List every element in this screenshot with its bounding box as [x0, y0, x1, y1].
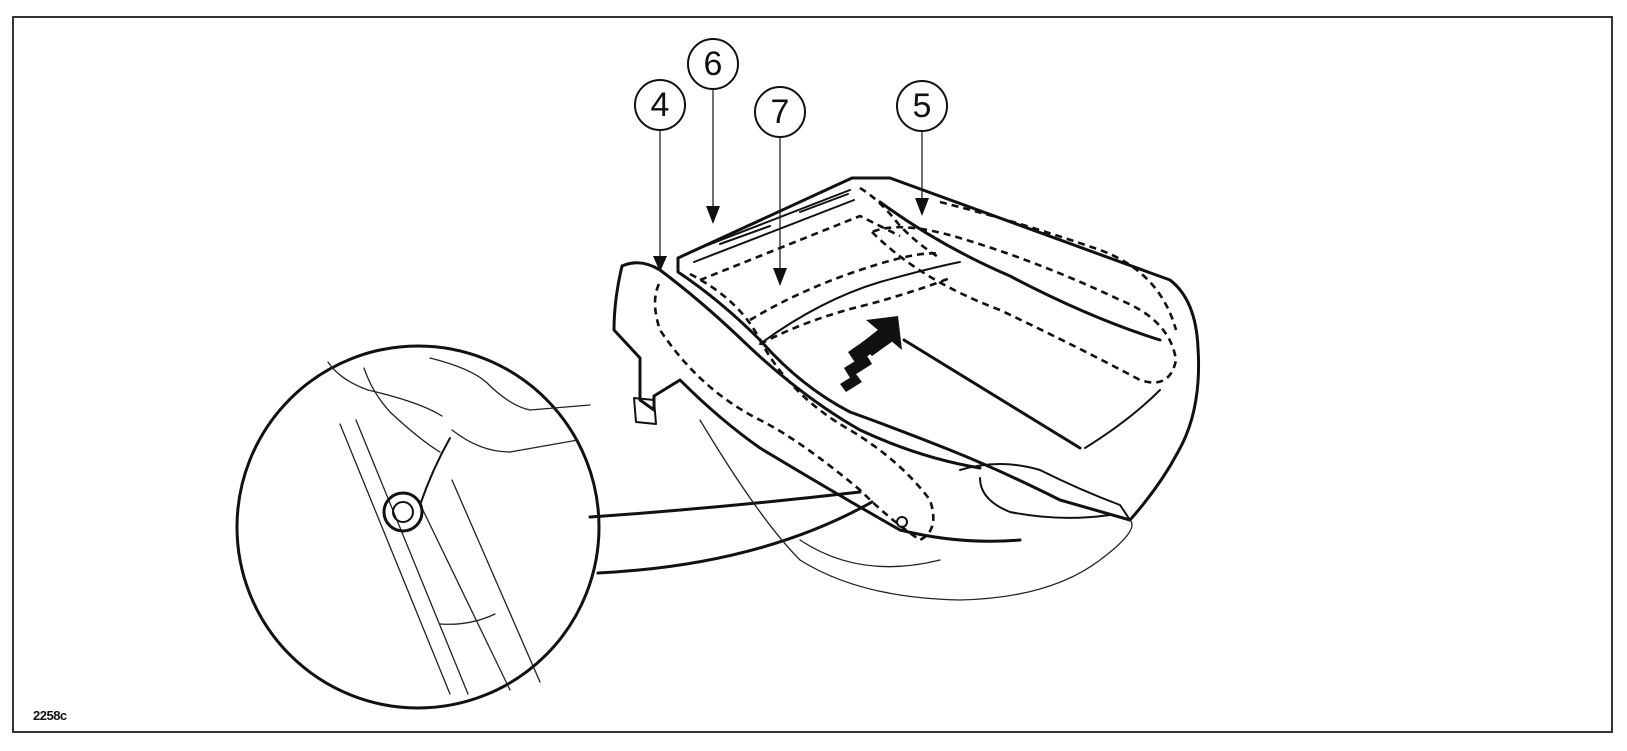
seat-cushion [612, 176, 1201, 601]
hidden-wire [749, 252, 941, 322]
hidden-wire [939, 200, 1178, 331]
attachment-ring [896, 516, 908, 528]
direction-arrow-icon [840, 316, 902, 392]
hidden-wire [699, 214, 901, 282]
cushion-front-roll [959, 463, 1131, 521]
cushion-front-edge [620, 261, 982, 470]
svg-text:7: 7 [771, 93, 790, 131]
svg-text:5: 5 [913, 87, 932, 125]
callout-4: 4 [634, 79, 686, 272]
detail-circle [235, 344, 601, 710]
cushion-seam [902, 338, 1082, 450]
figure-code: 2258c [33, 708, 67, 723]
detail-fold-line [363, 367, 441, 453]
detail-frame-edge [355, 419, 469, 695]
rear-wire-rail [689, 189, 851, 253]
cushion-seam [1084, 389, 1161, 449]
diagram-frame [12, 16, 1613, 733]
cushion-seam [878, 200, 1162, 342]
hog-ring-wire [419, 437, 451, 506]
hidden-wire [759, 276, 951, 346]
hidden-strap [871, 225, 1178, 384]
cushion-seam [759, 261, 961, 345]
detail-magnifier [235, 344, 874, 710]
detail-fold-line [327, 361, 443, 417]
svg-text:6: 6 [704, 45, 723, 83]
detail-frame-edge [439, 613, 496, 625]
cushion-front-roll [979, 477, 1111, 519]
cushion-outline [676, 176, 1201, 522]
svg-text:4: 4 [651, 86, 670, 124]
cushion-underside [799, 539, 941, 568]
callout-6: 6 [687, 38, 739, 224]
detail-frame-edge [419, 503, 511, 691]
detail-connector-bottom [596, 500, 874, 575]
rear-wire-rail [693, 199, 855, 263]
hog-ring-inner [392, 501, 414, 523]
detail-frame-edge [339, 423, 451, 695]
seat-clip [633, 397, 657, 425]
hidden-strap [653, 272, 935, 542]
detail-fold-line [429, 357, 591, 411]
detail-frame-edge [451, 479, 541, 683]
callout-7: 7 [754, 86, 806, 286]
callout-5: 5 [896, 80, 948, 216]
cushion-left-flap [612, 264, 1022, 543]
cushion-top-edge [676, 256, 1132, 522]
detail-fold-line [451, 429, 579, 453]
cushion-underside [699, 419, 1133, 601]
detail-connector-top [588, 490, 862, 519]
rear-wire-rail [719, 193, 849, 245]
hidden-wire [859, 186, 941, 260]
hog-ring-icon [382, 491, 424, 533]
